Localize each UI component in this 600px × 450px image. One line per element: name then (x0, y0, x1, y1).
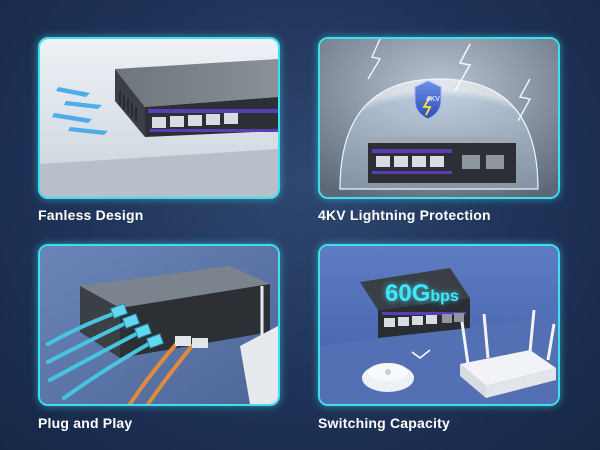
fanless-switch-illustration (40, 39, 278, 197)
plug-and-play-caption: Plug and Play (38, 415, 133, 431)
fanless-design-panel (38, 37, 280, 199)
plug-and-play-illustration (40, 246, 278, 404)
fanless-design-caption: Fanless Design (38, 207, 144, 223)
speed-unit: bps (430, 288, 459, 305)
switching-capacity-panel (318, 244, 560, 406)
lightning-protection-panel (318, 37, 560, 199)
plug-and-play-panel (38, 244, 280, 406)
lightning-protection-illustration (320, 39, 558, 197)
lightning-protection-caption: 4KV Lightning Protection (318, 207, 491, 223)
switching-speed-label: 60Gbps (385, 280, 459, 308)
speed-value: 60G (385, 280, 431, 307)
switching-capacity-illustration (320, 246, 558, 404)
shield-4kv-label: 4KV (426, 96, 440, 103)
switching-capacity-caption: Switching Capacity (318, 415, 450, 431)
